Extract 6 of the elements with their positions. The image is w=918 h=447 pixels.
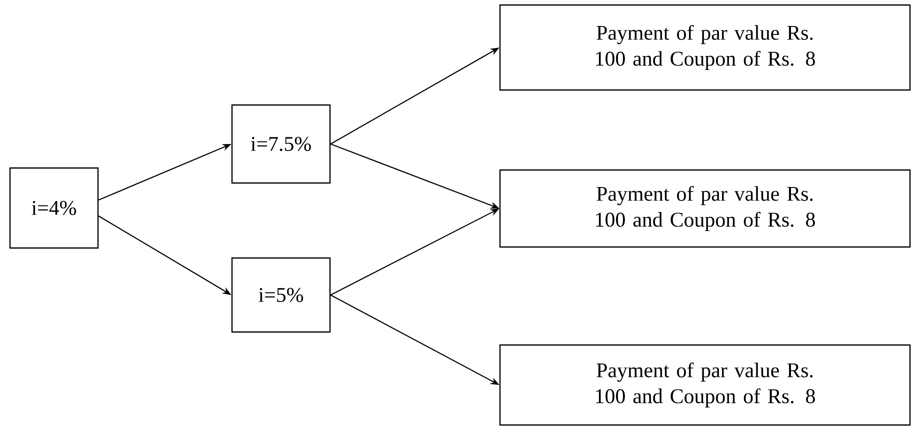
box: Payment of par value Rs. 100 and Coupon of Rs. 8 [499, 4, 911, 91]
box: i=5% [231, 257, 331, 333]
box: i=7.5% [231, 104, 331, 184]
box: Payment of par value Rs. 100 and Coupon of Rs. 8 [499, 344, 911, 426]
box: Payment of par value Rs. 100 and Coupon of Rs. 8 [499, 169, 911, 248]
box: i=4% [9, 167, 99, 249]
